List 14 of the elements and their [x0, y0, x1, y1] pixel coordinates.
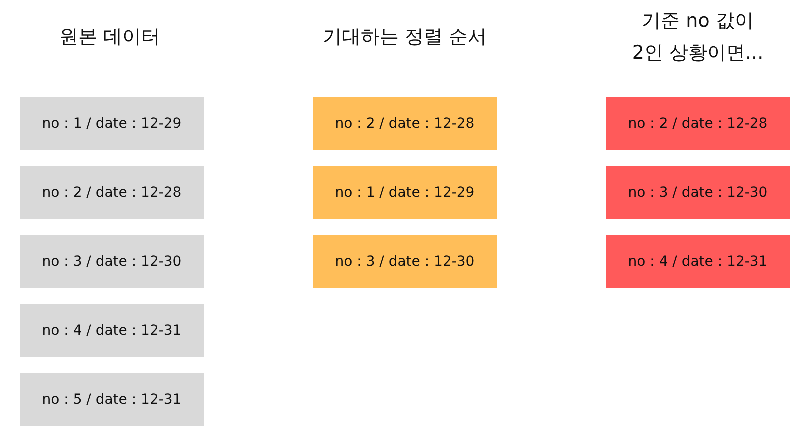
record-box: no : 3 / date : 12-30 [20, 235, 204, 288]
record-box: no : 3 / date : 12-30 [606, 166, 790, 219]
record-box: no : 2 / date : 12-28 [606, 97, 790, 150]
column-heading: 기대하는 정렬 순서 [322, 25, 488, 50]
column-heading: 기준 no 값이 2인 상황이면... [631, 9, 765, 66]
record-box: no : 3 / date : 12-30 [313, 235, 497, 288]
record-box: no : 4 / date : 12-31 [20, 304, 204, 357]
record-box: no : 2 / date : 12-28 [313, 97, 497, 150]
column-heading: 원본 데이터 [58, 25, 162, 50]
record-box: no : 5 / date : 12-31 [20, 373, 204, 426]
record-box: no : 1 / date : 12-29 [313, 166, 497, 219]
record-box: no : 1 / date : 12-29 [20, 97, 204, 150]
record-box: no : 2 / date : 12-28 [20, 166, 204, 219]
record-box: no : 4 / date : 12-31 [606, 235, 790, 288]
